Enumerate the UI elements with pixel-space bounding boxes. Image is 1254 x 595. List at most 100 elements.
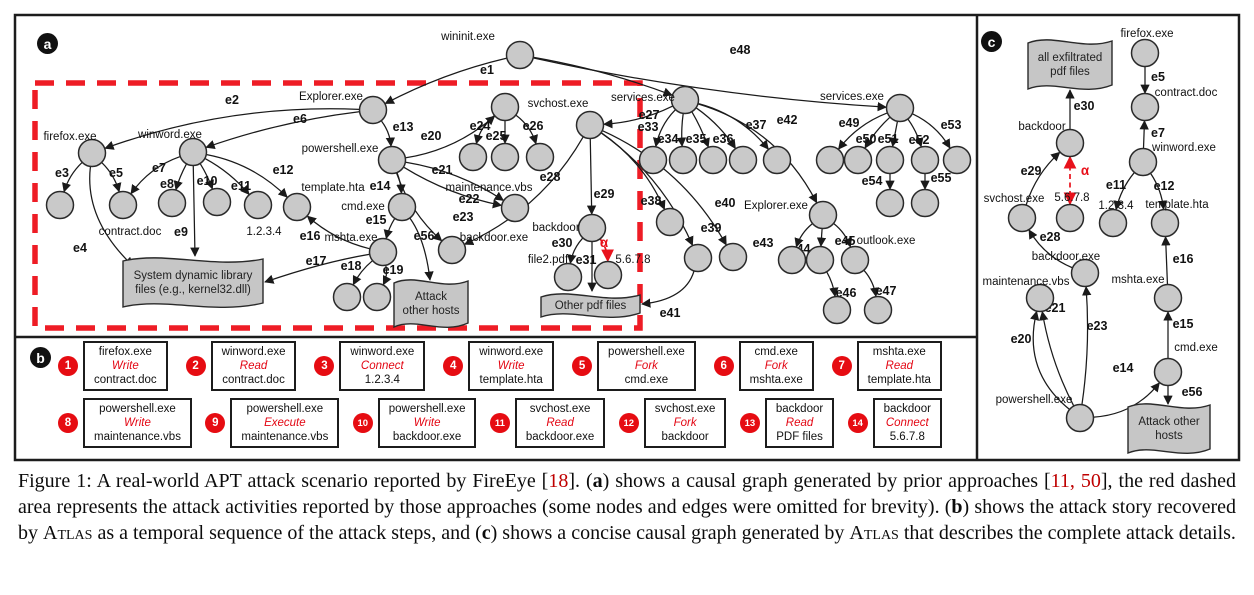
graph-edge xyxy=(89,166,134,267)
graph-edge xyxy=(1113,172,1135,211)
graph-node xyxy=(553,262,583,292)
graph-edge xyxy=(384,57,507,105)
graph-edge xyxy=(599,238,614,263)
node-label: file2.pdf xyxy=(528,254,569,266)
edge-label: e29 xyxy=(1021,164,1042,178)
edge-label: e49 xyxy=(839,116,860,130)
wave-label: pdf files xyxy=(1050,66,1090,78)
graph-node xyxy=(577,213,607,243)
step-object: 1.2.3.4 xyxy=(364,374,400,386)
edge-label: e34 xyxy=(658,132,679,146)
edge-label: e6 xyxy=(293,112,307,126)
node-label: 1.2.3.4 xyxy=(246,226,282,238)
graph-edge xyxy=(409,218,434,281)
edge-label: e16 xyxy=(300,229,321,243)
step-action: Read xyxy=(885,360,914,372)
node-label: cmd.exe xyxy=(341,201,384,213)
graph-node xyxy=(490,92,520,122)
edge-label: e4 xyxy=(73,241,87,255)
edge-label: e10 xyxy=(197,174,218,188)
edge-label: e36 xyxy=(713,132,734,146)
node-label: winword.exe xyxy=(1151,142,1216,154)
edge-label: e42 xyxy=(777,113,798,127)
wave-shape xyxy=(1027,39,1113,91)
graph-node xyxy=(500,193,530,223)
node-label: powershell.exe xyxy=(302,143,379,155)
step-number-badge: 1 xyxy=(58,356,78,376)
graph-node xyxy=(377,145,407,175)
edge-label: e33 xyxy=(638,120,659,134)
edge-label: e30 xyxy=(1074,99,1095,113)
step-number-badge: 14 xyxy=(847,413,868,433)
graph-edge xyxy=(889,121,899,148)
edge-label: e15 xyxy=(1173,317,1194,331)
graph-edge xyxy=(602,130,727,246)
graph-edge xyxy=(838,112,888,150)
step-action: Write xyxy=(413,417,441,429)
step-object: 5.6.7.8 xyxy=(889,431,925,443)
node-label: template.hta xyxy=(1145,199,1209,211)
edge-label: e17 xyxy=(306,254,327,268)
node-label: 5.6.7.8 xyxy=(615,254,650,266)
node-label: svchost.exe xyxy=(984,193,1045,205)
graph-node xyxy=(843,145,873,175)
graph-node xyxy=(1128,147,1158,177)
step-number-badge: 10 xyxy=(352,413,373,433)
wave-shape xyxy=(540,293,641,319)
step-object: mshta.exe xyxy=(749,374,803,386)
graph-node xyxy=(875,188,905,218)
graph-edge xyxy=(863,270,880,298)
step-process: winword.exe xyxy=(479,346,544,358)
edge-label: α xyxy=(600,235,609,250)
graph-edge xyxy=(1161,236,1171,285)
node-label: wininit.exe xyxy=(440,31,495,43)
graph-node xyxy=(157,188,187,218)
edge-label: e5 xyxy=(109,166,123,180)
graph-node xyxy=(808,200,838,230)
wave-label: all exfiltrated xyxy=(1038,52,1103,64)
graph-node xyxy=(202,187,232,217)
graph-node xyxy=(1130,92,1160,122)
graph-edge xyxy=(1028,229,1073,269)
graph-node xyxy=(437,235,467,265)
graph-edge xyxy=(586,138,597,215)
graph-node xyxy=(910,145,940,175)
edge-label: e48 xyxy=(730,43,751,57)
edge-label: e11 xyxy=(231,179,251,193)
citation-ref: 18 xyxy=(548,470,569,492)
graph-edge xyxy=(463,136,584,246)
graph-edge xyxy=(794,223,813,248)
graph-edge xyxy=(601,132,694,247)
graph-node xyxy=(762,145,792,175)
edge-label: e15 xyxy=(366,213,387,227)
edge-label: e37 xyxy=(746,118,767,132)
node-label: mshta.exe xyxy=(1111,274,1164,286)
graph-node xyxy=(1150,208,1180,238)
edge-label: e43 xyxy=(753,236,774,250)
graph-node xyxy=(1098,208,1128,238)
panel-c-badge: c xyxy=(981,31,1002,52)
graph-node xyxy=(670,85,700,115)
caption-text: Atlas xyxy=(849,522,899,544)
edge-label: e28 xyxy=(540,170,561,184)
edge-label: e25 xyxy=(486,129,507,143)
edge-label: e5 xyxy=(1151,70,1165,84)
node-label: services.exe xyxy=(611,92,675,104)
graph-edge xyxy=(533,57,887,112)
node-label: backdoor xyxy=(532,222,579,234)
step-action: Write xyxy=(124,417,151,429)
graph-edge xyxy=(641,271,695,308)
graph-node xyxy=(1065,403,1095,433)
edge-label: e9 xyxy=(174,225,188,239)
caption-text: Atlas xyxy=(43,522,93,544)
node-label: cmd.exe xyxy=(1174,342,1217,354)
edge-label: e2 xyxy=(225,93,239,107)
